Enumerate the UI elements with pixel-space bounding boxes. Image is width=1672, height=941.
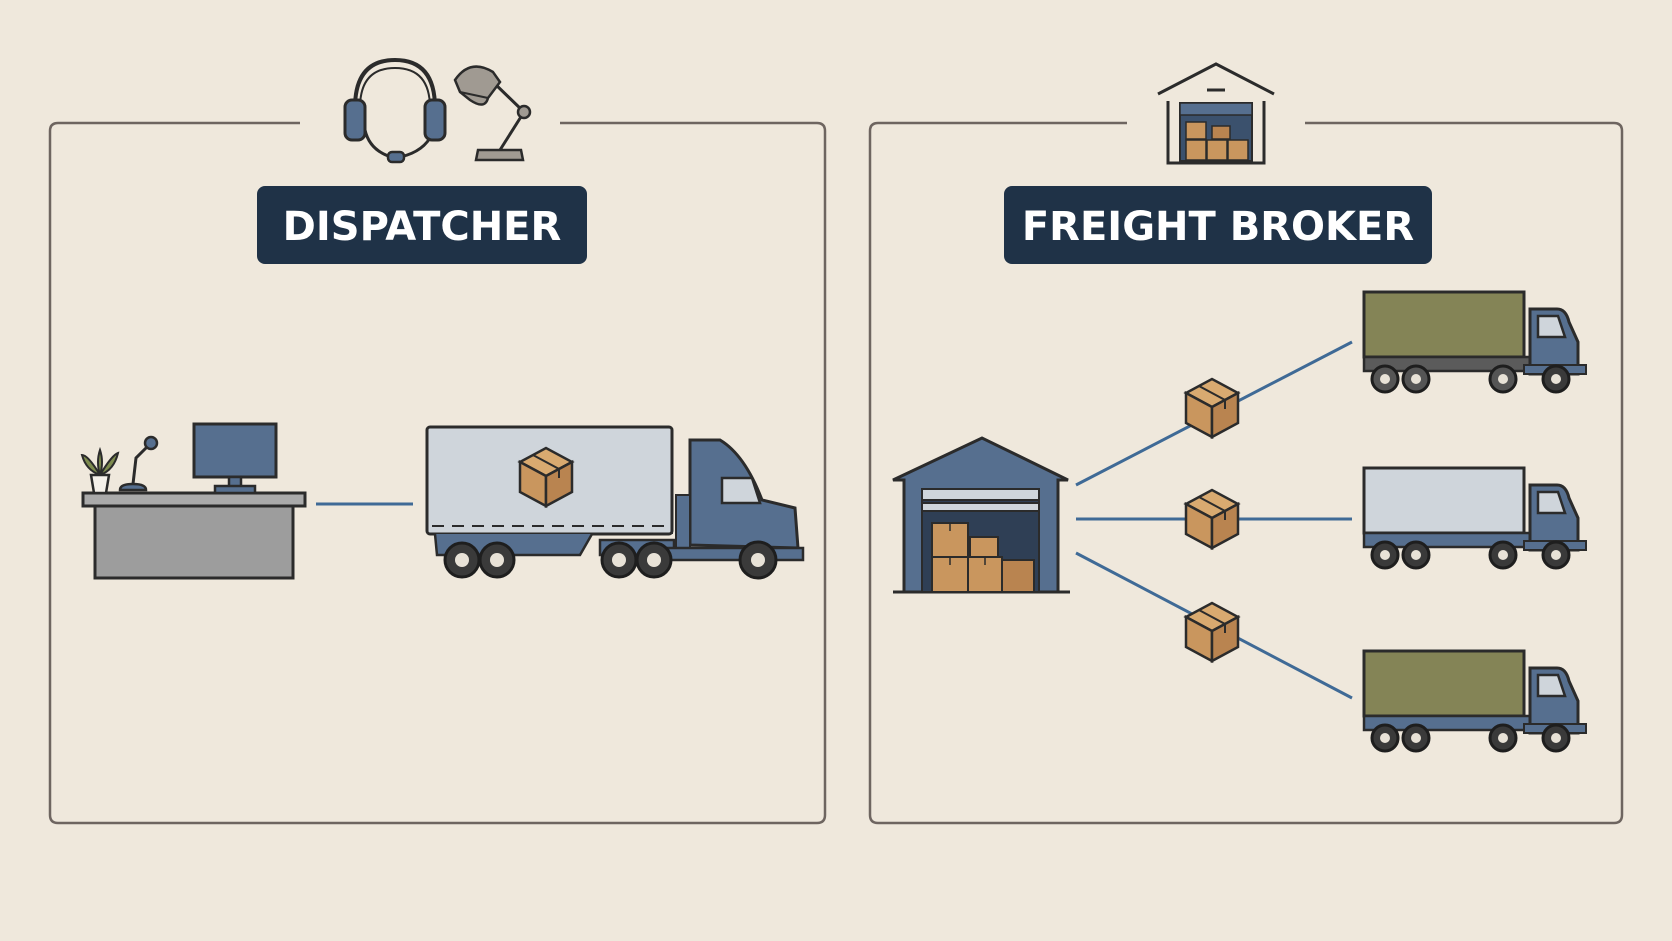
- package-icon: [517, 446, 575, 509]
- desk-icon: [81, 491, 307, 580]
- headset-icon: [343, 57, 447, 164]
- warehouse-icon: [892, 436, 1070, 594]
- potted-plant-icon: [80, 446, 120, 495]
- dispatcher-title-text: DISPATCHER: [283, 204, 562, 250]
- dispatcher-panel-frame: [48, 121, 827, 825]
- freight-broker-title-text: FREIGHT BROKER: [1022, 204, 1414, 250]
- freight-broker-panel-frame: [868, 121, 1624, 825]
- dispatcher-panel: DISPATCHER: [48, 57, 827, 825]
- freight-broker-title: FREIGHT BROKER: [1004, 186, 1432, 264]
- box-truck-icon: [1362, 466, 1587, 570]
- warehouse-icon: [1157, 62, 1275, 165]
- box-truck-icon: [1362, 290, 1587, 394]
- package-icon: [1183, 488, 1241, 551]
- package-icon: [1183, 601, 1241, 664]
- semi-truck-icon: [425, 425, 805, 580]
- truck-wheels: [443, 540, 778, 580]
- box-truck-icon: [1362, 649, 1587, 753]
- computer-monitor-icon: [192, 422, 278, 495]
- desk-lamp-icon: [453, 65, 532, 162]
- freight-broker-panel: FREIGHT BROKER: [868, 62, 1624, 825]
- microphone-icon: [118, 435, 159, 492]
- package-icon: [1183, 377, 1241, 440]
- dispatcher-title: DISPATCHER: [257, 186, 587, 264]
